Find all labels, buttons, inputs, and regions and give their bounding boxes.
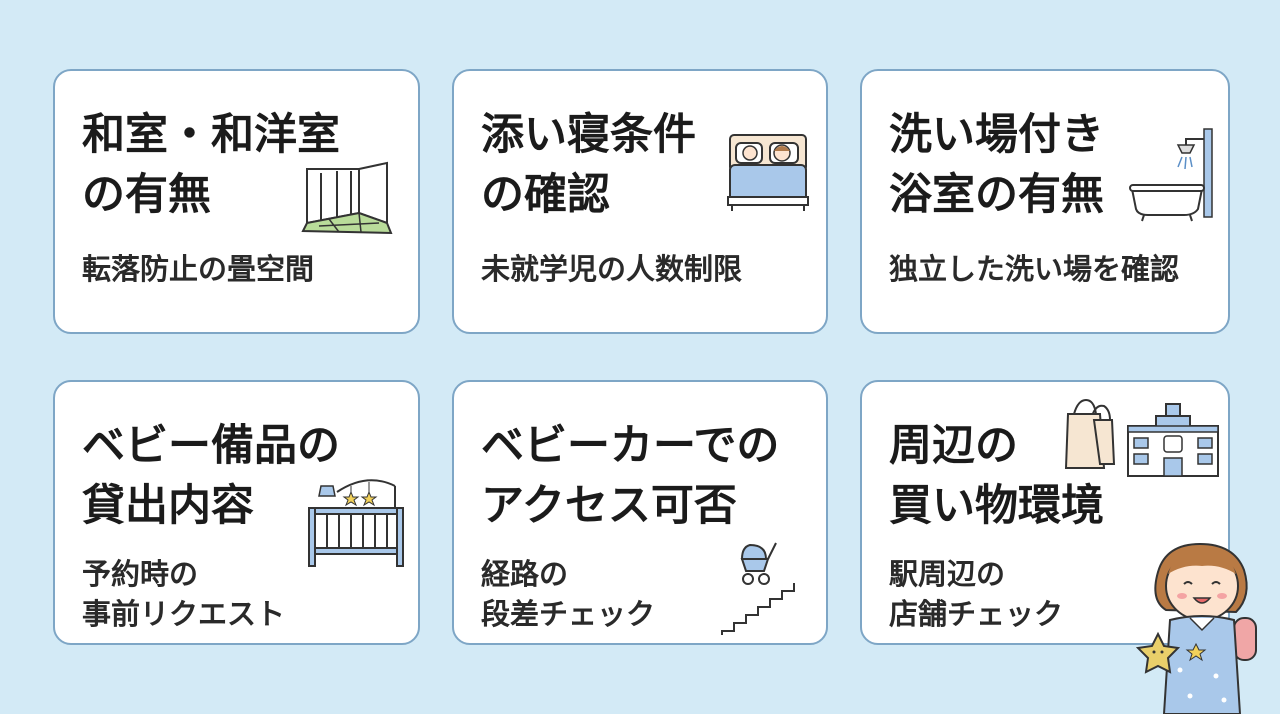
card-co-sleeping: 添い寝条件 の確認 未就学児の人数制限 — [452, 69, 828, 334]
card-subtitle: 予約時の 事前リクエスト — [82, 557, 286, 631]
card-title: 和室・和洋室 の有無 — [82, 110, 340, 220]
card-subtitle: 未就学児の人数制限 — [481, 252, 743, 286]
card-subtitle: 転落防止の畳空間 — [82, 252, 315, 286]
stroller-stairs-icon — [721, 542, 795, 635]
card-japanese-room: 和室・和洋室 の有無 転落防止の畳空間 — [53, 69, 420, 334]
card-title: ベビーカーでの アクセス可否 — [481, 421, 780, 531]
card-title: 添い寝条件 の確認 — [481, 110, 696, 220]
card-stroller-access: ベビーカーでの アクセス可否 経路の 段差チェック — [452, 380, 828, 645]
card-subtitle: 独立した洗い場を確認 — [889, 252, 1180, 286]
bed-icon — [727, 134, 809, 211]
card-title: ベビー備品の 貸出内容 — [82, 421, 340, 531]
japanese-room-icon — [301, 161, 393, 235]
card-subtitle: 経路の 段差チェック — [481, 557, 656, 631]
baby-crib-icon — [308, 479, 404, 567]
card-baby-equipment: ベビー備品の 貸出内容 予約時の 事前リクエスト — [53, 380, 420, 645]
bathtub-shower-icon — [1129, 128, 1213, 222]
card-bathroom: 洗い場付き 浴室の有無 独立した洗い場を確認 — [860, 69, 1230, 334]
card-title: 周辺の 買い物環境 — [889, 421, 1104, 531]
shopping-station-icon — [1064, 398, 1219, 477]
card-subtitle: 駅周辺の 店舗チェック — [889, 557, 1064, 631]
child-character-icon — [1135, 542, 1257, 714]
card-title: 洗い場付き 浴室の有無 — [889, 110, 1104, 220]
